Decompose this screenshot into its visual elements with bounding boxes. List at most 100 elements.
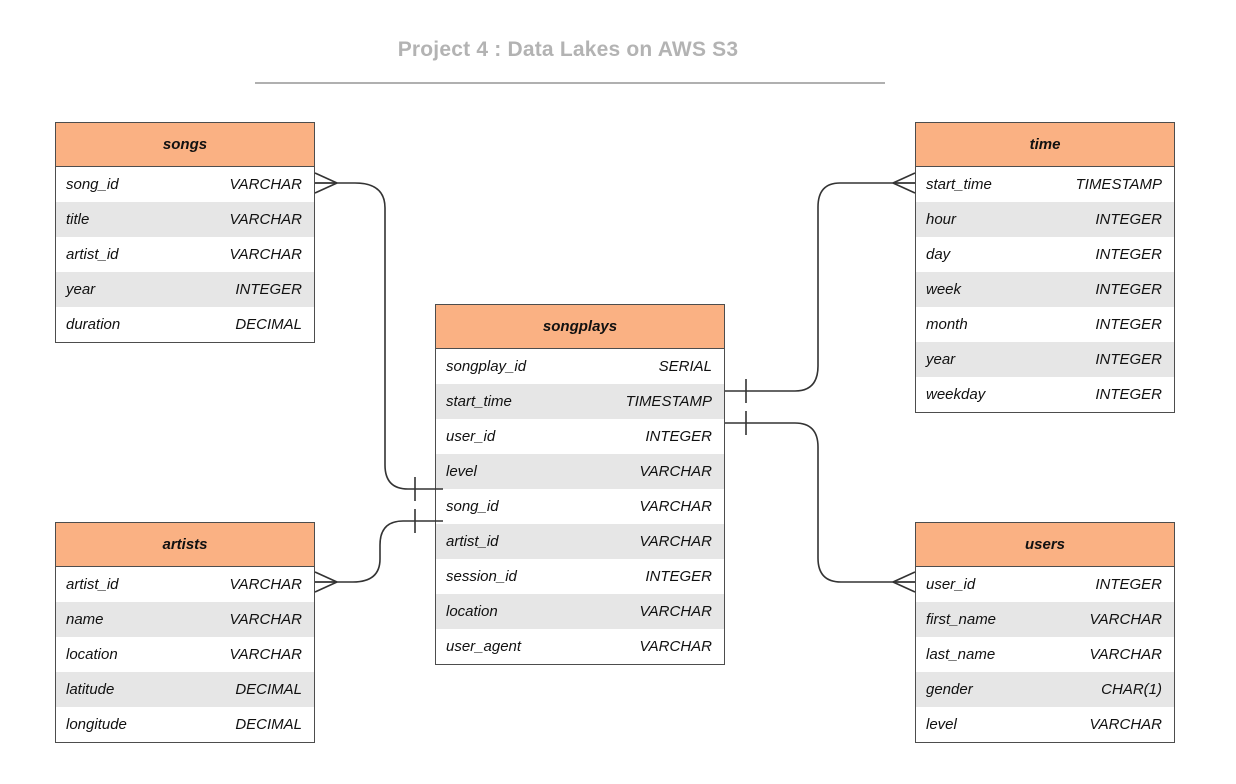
- crowsfoot-prong: [892, 581, 916, 593]
- attribute-type: INTEGER: [1095, 386, 1162, 403]
- attribute-type: TIMESTAMP: [625, 393, 712, 410]
- table-row[interactable]: latitude DECIMAL: [56, 672, 314, 707]
- crowsfoot-prong: [314, 571, 338, 583]
- attribute-type: VARCHAR: [229, 211, 302, 228]
- connector-line: [725, 182, 915, 392]
- attribute-name: gender: [926, 681, 973, 698]
- table-row[interactable]: weekday INTEGER: [916, 377, 1174, 412]
- entity-title-artists: artists: [56, 523, 314, 567]
- entity-table-songs[interactable]: songs song_id VARCHAR title VARCHAR arti…: [55, 122, 315, 343]
- attribute-name: month: [926, 316, 968, 333]
- attribute-name: longitude: [66, 716, 127, 733]
- entity-table-users[interactable]: users user_id INTEGER first_name VARCHAR…: [915, 522, 1175, 743]
- entity-title-songplays: songplays: [436, 305, 724, 349]
- attribute-type: INTEGER: [1095, 316, 1162, 333]
- table-row[interactable]: level VARCHAR: [436, 454, 724, 489]
- attribute-type: VARCHAR: [639, 603, 712, 620]
- table-row[interactable]: duration DECIMAL: [56, 307, 314, 342]
- table-row[interactable]: title VARCHAR: [56, 202, 314, 237]
- attribute-type: VARCHAR: [229, 611, 302, 628]
- table-row[interactable]: gender CHAR(1): [916, 672, 1174, 707]
- attribute-type: VARCHAR: [229, 246, 302, 263]
- attribute-type: DECIMAL: [235, 681, 302, 698]
- entity-title-users: users: [916, 523, 1174, 567]
- attribute-type: CHAR(1): [1101, 681, 1162, 698]
- attribute-name: latitude: [66, 681, 115, 698]
- attribute-name: artist_id: [66, 576, 119, 593]
- table-row[interactable]: first_name VARCHAR: [916, 602, 1174, 637]
- attribute-name: song_id: [66, 176, 119, 193]
- attribute-name: session_id: [446, 568, 517, 585]
- attribute-type: VARCHAR: [639, 533, 712, 550]
- table-row[interactable]: month INTEGER: [916, 307, 1174, 342]
- attribute-type: INTEGER: [1095, 281, 1162, 298]
- table-row[interactable]: year INTEGER: [56, 272, 314, 307]
- table-row[interactable]: hour INTEGER: [916, 202, 1174, 237]
- table-row[interactable]: location VARCHAR: [436, 594, 724, 629]
- page-title: Project 4 : Data Lakes on AWS S3: [397, 38, 739, 61]
- entity-table-songplays[interactable]: songplays songplay_id SERIAL start_time …: [435, 304, 725, 665]
- attribute-name: name: [66, 611, 104, 628]
- table-row[interactable]: songplay_id SERIAL: [436, 349, 724, 384]
- attribute-name: weekday: [926, 386, 986, 403]
- attribute-name: last_name: [926, 646, 996, 663]
- table-row[interactable]: year INTEGER: [916, 342, 1174, 377]
- table-row[interactable]: artist_id VARCHAR: [56, 237, 314, 272]
- table-row[interactable]: last_name VARCHAR: [916, 637, 1174, 672]
- connector-line: [315, 182, 443, 490]
- table-row[interactable]: song_id VARCHAR: [56, 167, 314, 202]
- attribute-type: INTEGER: [1095, 576, 1162, 593]
- attribute-name: start_time: [926, 176, 992, 193]
- entity-attribute-list-users: user_id INTEGER first_name VARCHAR last_…: [916, 567, 1174, 742]
- attribute-type: VARCHAR: [229, 176, 302, 193]
- attribute-type: VARCHAR: [639, 463, 712, 480]
- table-row[interactable]: session_id INTEGER: [436, 559, 724, 594]
- attribute-name: start_time: [446, 393, 512, 410]
- table-row[interactable]: week INTEGER: [916, 272, 1174, 307]
- entity-table-artists[interactable]: artists artist_id VARCHAR name VARCHAR l…: [55, 522, 315, 743]
- attribute-name: year: [66, 281, 96, 298]
- attribute-name: level: [926, 716, 957, 733]
- attribute-name: hour: [926, 211, 957, 228]
- attribute-type: VARCHAR: [639, 498, 712, 515]
- table-row[interactable]: artist_id VARCHAR: [436, 524, 724, 559]
- table-row[interactable]: user_id INTEGER: [916, 567, 1174, 602]
- table-row[interactable]: day INTEGER: [916, 237, 1174, 272]
- relationship-artists-songplays: [314, 509, 443, 593]
- relationship-songs-songplays: [314, 172, 443, 501]
- attribute-type: DECIMAL: [235, 716, 302, 733]
- attribute-name: location: [66, 646, 118, 663]
- attribute-type: TIMESTAMP: [1075, 176, 1162, 193]
- attribute-type: VARCHAR: [1089, 716, 1162, 733]
- table-row[interactable]: user_agent VARCHAR: [436, 629, 724, 664]
- attribute-name: title: [66, 211, 90, 228]
- entity-title-songs: songs: [56, 123, 314, 167]
- entity-table-time[interactable]: time start_time TIMESTAMP hour INTEGER d…: [915, 122, 1175, 413]
- attribute-type: INTEGER: [235, 281, 302, 298]
- table-row[interactable]: name VARCHAR: [56, 602, 314, 637]
- attribute-type: INTEGER: [1095, 351, 1162, 368]
- attribute-name: year: [926, 351, 956, 368]
- table-row[interactable]: location VARCHAR: [56, 637, 314, 672]
- crowsfoot-prong: [314, 581, 338, 593]
- crowsfoot-prong: [892, 182, 916, 194]
- attribute-type: VARCHAR: [229, 576, 302, 593]
- table-row[interactable]: start_time TIMESTAMP: [436, 384, 724, 419]
- table-row[interactable]: song_id VARCHAR: [436, 489, 724, 524]
- table-row[interactable]: start_time TIMESTAMP: [916, 167, 1174, 202]
- attribute-name: location: [446, 603, 498, 620]
- attribute-type: VARCHAR: [1089, 611, 1162, 628]
- entity-attribute-list-songs: song_id VARCHAR title VARCHAR artist_id …: [56, 167, 314, 342]
- title-divider: [255, 82, 885, 84]
- relationship-time-songplays: [725, 172, 916, 403]
- attribute-type: INTEGER: [645, 428, 712, 445]
- table-row[interactable]: artist_id VARCHAR: [56, 567, 314, 602]
- entity-attribute-list-artists: artist_id VARCHAR name VARCHAR location …: [56, 567, 314, 742]
- entity-title-time: time: [916, 123, 1174, 167]
- crowsfoot-prong: [314, 172, 338, 184]
- attribute-type: VARCHAR: [229, 646, 302, 663]
- table-row[interactable]: longitude DECIMAL: [56, 707, 314, 742]
- table-row[interactable]: level VARCHAR: [916, 707, 1174, 742]
- entity-attribute-list-songplays: songplay_id SERIAL start_time TIMESTAMP …: [436, 349, 724, 664]
- table-row[interactable]: user_id INTEGER: [436, 419, 724, 454]
